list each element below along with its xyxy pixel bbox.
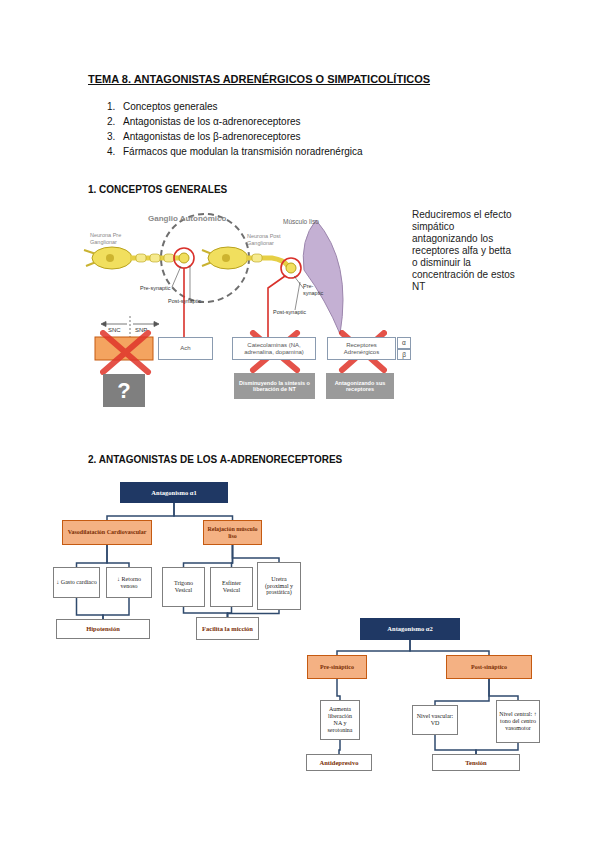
tree-connector <box>228 610 280 617</box>
node-text: Vasodilatación Cardiovascular <box>68 529 147 536</box>
list-number: 4. <box>107 146 115 158</box>
pathway-box: Ach <box>158 337 213 360</box>
node-text: Pre-sináptico <box>320 664 354 671</box>
tree-connector <box>107 503 174 520</box>
result-box: Hipotensión <box>56 619 150 639</box>
result-box: Antidepresivo <box>306 754 372 771</box>
tree-connector <box>435 679 489 705</box>
tree-connector <box>410 640 489 655</box>
tree-connector <box>103 598 129 619</box>
node-text: Tensión <box>465 759 486 766</box>
category-box: Post-sináptico <box>446 655 532 679</box>
node-text: Trígono Vesical <box>165 580 202 594</box>
list-number: 2. <box>107 116 115 128</box>
page-title: TEMA 8. ANTAGONISTAS ADRENÉRGICOS O SIMP… <box>88 73 430 86</box>
node-text: Relajación músculo liso <box>206 526 259 540</box>
category-box: Vasodilatación Cardiovascular <box>62 520 152 545</box>
effect-box: Nivel central: ↑ tono del centro vasomot… <box>496 700 540 743</box>
node-text: Disminuyendo la síntesis o liberación de… <box>236 380 313 393</box>
list-item: Antagonistas de los β-adrenoreceptores <box>123 131 301 143</box>
figure-label: Músculo liso <box>283 218 319 226</box>
effect-box: Nivel vascular: VD <box>412 705 458 735</box>
tree-connector <box>77 598 104 619</box>
heading-box: Antagonismo α2 <box>360 618 460 640</box>
synapse-marker <box>174 248 301 337</box>
effect-box: Uretra (proximal y prostática) <box>257 562 301 610</box>
synapse-label: Pre-synaptic <box>303 283 327 296</box>
receptor-cell: α <box>397 337 411 349</box>
node-text: Ach <box>180 345 190 352</box>
pathway-box: Receptores Adrenérgicos <box>327 337 396 360</box>
ganglion-circle <box>161 214 249 302</box>
action-box: Antagonizando sus receptores <box>326 373 394 399</box>
node-text: Nivel vascular: VD <box>415 713 455 727</box>
result-box: Facilita la micción <box>196 617 259 640</box>
tree-connector <box>489 679 518 700</box>
node-text: Esfínter Vesical <box>213 580 250 594</box>
effect-box: Esfínter Vesical <box>210 567 253 607</box>
result-box: Tensión <box>432 754 520 771</box>
node-text: ↓ Gasto cardiaco <box>56 579 96 586</box>
effect-box: Aumenta liberación NA y serotonina <box>320 700 360 740</box>
node-text: Post-sináptico <box>471 664 507 671</box>
node-text: Facilita la micción <box>202 625 253 632</box>
pathway-box: Catecolaminas (NA, adrenalina, dopamina) <box>232 337 316 360</box>
effect-box: ↓ Retorno venoso <box>106 567 152 598</box>
node-text: Nivel central: ↑ tono del centro vasomot… <box>499 711 537 732</box>
tree-connector <box>174 503 233 520</box>
figure-label: Neurona Pre Ganglionar <box>90 232 130 245</box>
node-text: ↓ Retorno venoso <box>109 576 149 590</box>
tree-connector <box>184 545 233 567</box>
tree-connector <box>476 743 518 754</box>
tree-connector <box>435 735 476 754</box>
tree-connector <box>107 545 129 567</box>
tree-connector <box>233 545 280 562</box>
node-text: Hipotensión <box>86 625 120 632</box>
list-number: 3. <box>107 131 115 143</box>
node-text: Antidepresivo <box>320 759 359 766</box>
category-box: Pre-sináptico <box>307 655 367 679</box>
node-text: Uretra (proximal y prostática) <box>260 576 298 597</box>
synapse-label: Post-synaptic <box>168 298 201 305</box>
side-note: Reduciremos el efecto simpático antagoni… <box>412 209 516 293</box>
synapse-label: Post-synaptic <box>273 309 306 316</box>
list-item: Antagonistas de los α-adrenoreceptores <box>123 116 301 128</box>
list-item: Conceptos generales <box>123 101 218 113</box>
division-label: SNC <box>108 327 121 334</box>
muscle-shape <box>303 220 343 334</box>
node-text: β <box>402 351 406 358</box>
node-text: α <box>402 339 406 346</box>
figure-label: Ganglio Autonómico <box>148 214 226 224</box>
node-text: Antagonismo α1 <box>151 489 196 496</box>
node-text: Antagonizando sus receptores <box>328 380 392 393</box>
tree-connector <box>337 679 340 700</box>
tree-connector <box>337 640 410 655</box>
section-heading: 1. CONCEPTOS GENERALES <box>88 184 227 196</box>
category-box: Relajación músculo liso <box>203 520 262 545</box>
division-label: SNP <box>135 327 147 334</box>
receptor-cell: β <box>397 349 411 361</box>
section-heading: 2. ANTAGONISTAS DE LOS A-ADRENORECEPTORE… <box>88 454 342 466</box>
tree-connector <box>77 545 108 567</box>
tree-connector <box>184 607 228 617</box>
node-text: Catecolaminas (NA, adrenalina, dopamina) <box>235 342 313 356</box>
node-text: ? <box>117 378 130 403</box>
heading-box: Antagonismo α1 <box>120 482 228 503</box>
list-item: Fármacos que modulan la transmisión nora… <box>123 146 363 158</box>
effect-box: ↓ Gasto cardiaco <box>53 567 100 598</box>
tree-connector <box>339 740 340 754</box>
node-text: Antagonismo α2 <box>387 625 432 632</box>
synapse-label: Pre-synaptic <box>140 285 171 292</box>
action-box: Disminuyendo la síntesis o liberación de… <box>234 373 315 399</box>
post-neuron <box>202 247 296 273</box>
effect-box: Trígono Vesical <box>162 567 205 607</box>
list-number: 1. <box>107 101 115 113</box>
figure-label: Neurona Post Ganglionar <box>247 233 291 246</box>
node-text: Receptores Adrenérgicos <box>330 342 393 356</box>
unknown-box: ? <box>103 374 145 407</box>
node-text: Aumenta liberación NA y serotonina <box>323 706 357 734</box>
